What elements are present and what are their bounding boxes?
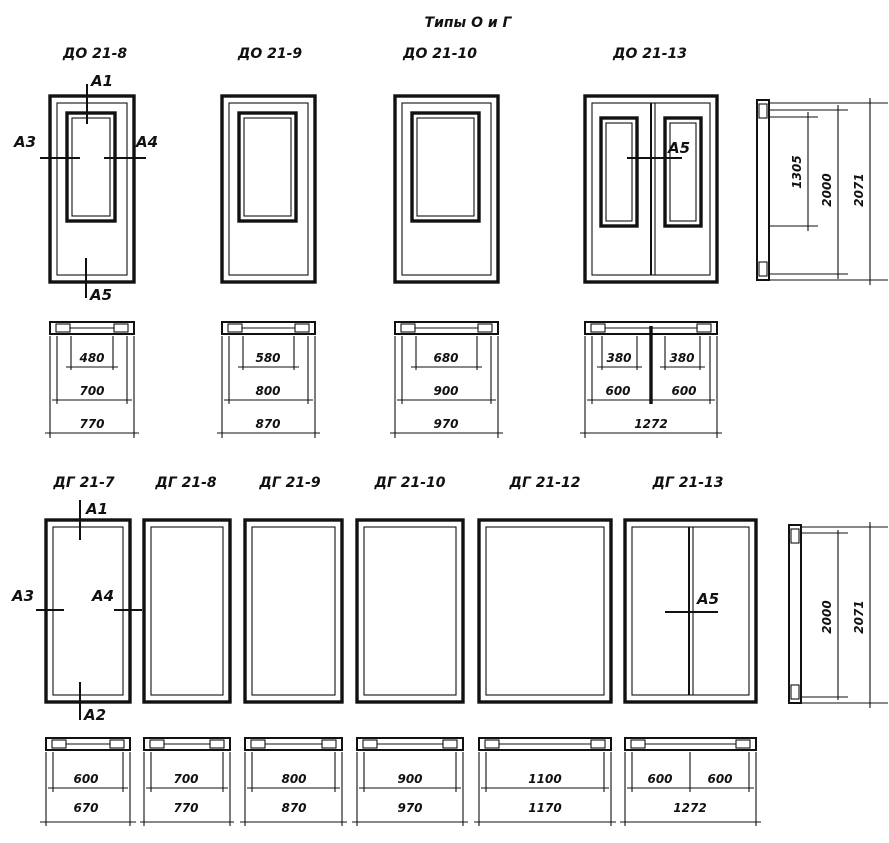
dimension-label: 600: [647, 772, 672, 786]
dimension-lines: 700 770: [140, 752, 234, 826]
dimension-lines: 800 870: [240, 752, 347, 826]
section-label-a3: А3: [13, 133, 36, 151]
door-plan-section: [143, 737, 231, 751]
door-code-label: ДО 21-8: [62, 46, 128, 62]
door-code-label: ДГ 21-10: [373, 475, 445, 491]
door-plan-section: [356, 737, 464, 751]
door-elevation: [243, 518, 344, 704]
dimension-label: 680: [433, 351, 458, 365]
door-plan-section: [49, 321, 135, 335]
door-code-label: ДО 21-9: [237, 46, 303, 62]
section-label-a5: А5: [89, 286, 112, 304]
door-elevation: [477, 518, 613, 704]
door-do-21-9: ДО 21-9 580 800 870: [217, 46, 320, 438]
door-plan-section: [584, 321, 718, 404]
dimension-label: 770: [79, 417, 104, 431]
dimension-lines: 900 970: [352, 752, 468, 826]
dimension-lines: 580 800 870: [217, 336, 320, 438]
door-dg-21-8: ДГ 21-8 700 770: [140, 475, 234, 826]
dimension-label: 1272: [634, 417, 667, 431]
section-label-a3: А3: [11, 587, 34, 605]
door-dg-21-13: ДГ 21-13 А5 600 600 1272: [620, 475, 761, 826]
door-code-label: ДГ 21-13: [651, 475, 723, 491]
side-section-glazed: 1305 2000 2071: [756, 98, 888, 285]
door-dg-21-7: ДГ 21-7 А1 А3 А4 А2 600: [11, 475, 142, 826]
dimension-label: 670: [73, 801, 98, 815]
door-do-21-8: ДО 21-8 А1 А3 А4 А5: [13, 46, 158, 438]
dimension-label: 380: [669, 351, 694, 365]
dimension-lines: 600 600 1272: [620, 752, 761, 826]
door-plan-section: [478, 737, 612, 751]
door-plan-section: [244, 737, 343, 751]
dimension-label: 970: [433, 417, 458, 431]
section-markers: А5: [627, 139, 690, 159]
section-label-a5: А5: [667, 139, 690, 157]
dimension-label: 1305: [790, 155, 804, 188]
door-plan-section: [624, 737, 757, 751]
dimension-label: 770: [173, 801, 198, 815]
door-plan-section: [394, 321, 499, 335]
dimension-lines: 480 700 770: [45, 336, 139, 438]
door-code-label: ДГ 21-7: [52, 475, 115, 491]
door-elevation: [393, 94, 500, 284]
dimension-lines: 1100 1170: [474, 752, 616, 826]
section-label-a5: А5: [696, 590, 719, 608]
section-markers: А5: [665, 590, 719, 613]
door-code-label: ДО 21-13: [612, 46, 687, 62]
dimension-lines: 600 670: [40, 752, 136, 826]
dimension-label: 700: [79, 384, 104, 398]
drawing-title: Типы О и Г: [425, 15, 513, 31]
dimension-label: 600: [671, 384, 696, 398]
dimension-label: 600: [73, 772, 98, 786]
door-dg-21-9: ДГ 21-9 800 870: [240, 475, 347, 826]
dimension-label: 2000: [820, 173, 834, 206]
section-label-a1: А1: [90, 72, 113, 90]
dimension-lines: 380 380 600 600 1272: [580, 336, 722, 438]
dimension-label: 580: [255, 351, 280, 365]
door-elevation: [355, 518, 465, 704]
door-elevation: [48, 94, 136, 284]
section-label-a4: А4: [135, 133, 158, 151]
section-label-a2: А2: [83, 706, 106, 724]
dimension-label: 380: [606, 351, 631, 365]
dimension-label: 900: [397, 772, 422, 786]
dimension-lines: 680 900 970: [390, 336, 503, 438]
section-label-a4: А4: [91, 587, 114, 605]
dimension-label: 800: [255, 384, 280, 398]
door-plan-section: [45, 737, 131, 751]
door-elevation: [583, 94, 719, 284]
door-plan-section: [221, 321, 316, 335]
door-code-label: ДГ 21-8: [154, 475, 217, 491]
dimension-label: 600: [707, 772, 732, 786]
dimension-label: 600: [605, 384, 630, 398]
door-do-21-10: ДО 21-10 680 900 970: [390, 46, 503, 438]
door-code-label: ДГ 21-9: [258, 475, 321, 491]
door-dg-21-10: ДГ 21-10 900 970: [352, 475, 468, 826]
side-section-solid: 2000 2071: [788, 522, 888, 708]
section-markers: А1 А3 А4 А2: [11, 500, 142, 724]
dimension-label: 1100: [528, 772, 561, 786]
dimension-label: 870: [281, 801, 306, 815]
section-label-a1: А1: [85, 500, 108, 518]
door-elevation: [220, 94, 317, 284]
dimension-label: 1272: [673, 801, 706, 815]
section-markers: А1 А3 А4 А5: [13, 72, 158, 304]
dimension-label: 900: [433, 384, 458, 398]
dimension-label: 800: [281, 772, 306, 786]
door-do-21-13: ДО 21-13 А5: [580, 46, 722, 438]
door-dg-21-12: ДГ 21-12 1100 1170: [474, 475, 616, 826]
dimension-label: 700: [173, 772, 198, 786]
door-elevation: [142, 518, 232, 704]
dimension-label: 1170: [528, 801, 561, 815]
dimension-label: 2071: [852, 173, 866, 206]
dimension-label: 2071: [852, 600, 866, 633]
dimension-label: 480: [78, 351, 104, 365]
dimension-label: 970: [397, 801, 422, 815]
door-code-label: ДО 21-10: [402, 46, 477, 62]
door-code-label: ДГ 21-12: [508, 475, 580, 491]
dimension-label: 870: [255, 417, 280, 431]
dimension-label: 2000: [820, 600, 834, 633]
